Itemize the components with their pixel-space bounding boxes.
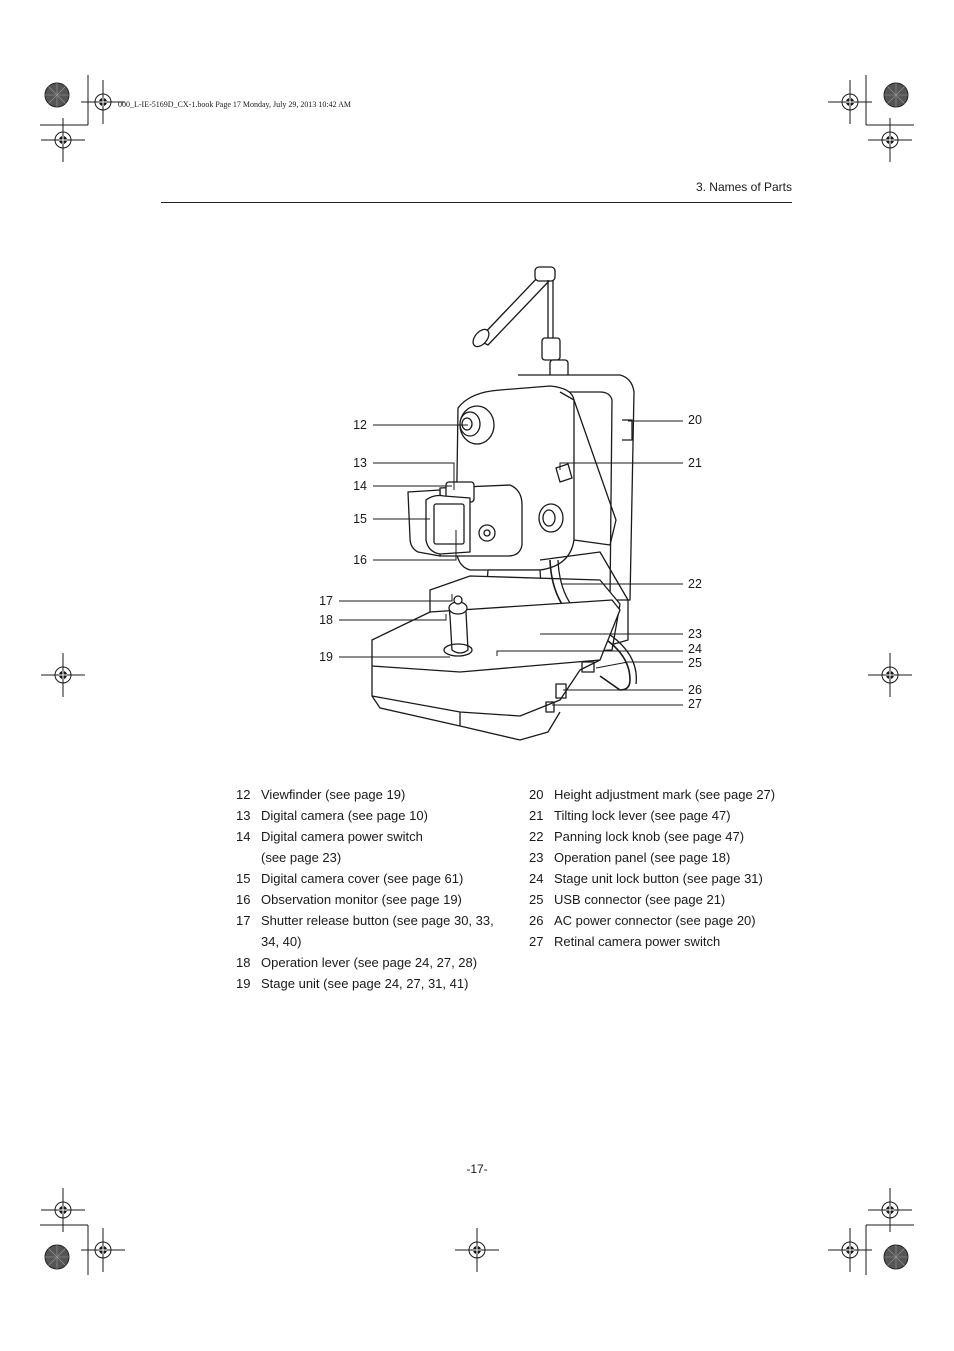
callout-15: 15 xyxy=(353,512,367,526)
legend-item: 18 Operation lever (see page 24, 27, 28) xyxy=(236,952,511,973)
legend-item: 21 Tilting lock lever (see page 47) xyxy=(529,805,799,826)
legend-text: Operation panel (see page 18) xyxy=(554,850,731,865)
legend-num: 20 xyxy=(529,787,544,802)
callout-16: 16 xyxy=(353,553,367,567)
legend-item: 13 Digital camera (see page 10) xyxy=(236,805,511,826)
legend-text: Retinal camera power switch xyxy=(554,934,721,949)
legend-text: Shutter release button (see page 30, 33, xyxy=(261,913,494,928)
legend-right: 20 Height adjustment mark (see page 27) 2… xyxy=(529,784,799,952)
legend-text: Digital camera cover (see page 61) xyxy=(261,871,464,886)
callout-12: 12 xyxy=(353,418,367,432)
legend-text: Height adjustment mark (see page 27) xyxy=(554,787,776,802)
print-slug: 000_L-IE-5169D_CX-1.book Page 17 Monday,… xyxy=(118,100,352,109)
legend-item: 25 USB connector (see page 21) xyxy=(529,889,799,910)
callout-18: 18 xyxy=(319,613,333,627)
callout-20: 20 xyxy=(688,413,702,427)
legend-text: Tilting lock lever (see page 47) xyxy=(554,808,731,823)
legend-num: 17 xyxy=(236,913,251,928)
callout-leaders xyxy=(339,420,683,706)
legend-item: 27 Retinal camera power switch xyxy=(529,931,799,952)
legend-item: 20 Height adjustment mark (see page 27) xyxy=(529,784,799,805)
legend-text-cont: 34, 40) xyxy=(261,934,302,949)
legend-num: 16 xyxy=(236,892,251,907)
callout-labels-left: 12 13 14 15 16 17 18 19 xyxy=(319,418,367,664)
callout-21: 21 xyxy=(688,456,702,470)
callout-26: 26 xyxy=(688,683,702,697)
legend-num: 12 xyxy=(236,787,251,802)
legend-text: Operation lever (see page 24, 27, 28) xyxy=(261,955,478,970)
callout-13: 13 xyxy=(353,456,367,470)
legend-item: 12 Viewfinder (see page 19) xyxy=(236,784,511,805)
callout-23: 23 xyxy=(688,627,702,641)
legend-num: 19 xyxy=(236,976,251,991)
legend-text-cont: (see page 23) xyxy=(261,850,342,865)
legend-num: 18 xyxy=(236,955,251,970)
registration-marks xyxy=(40,79,913,1273)
legend-item: 23 Operation panel (see page 18) xyxy=(529,847,799,868)
legend-num: 21 xyxy=(529,808,544,823)
crop-marks xyxy=(40,75,914,1275)
callout-19: 19 xyxy=(319,650,333,664)
section-title: 3. Names of Parts xyxy=(695,180,792,194)
legend-item: 19 Stage unit (see page 24, 27, 31, 41) xyxy=(236,973,511,994)
legend-num: 26 xyxy=(529,913,544,928)
legend-text: Digital camera (see page 10) xyxy=(261,808,428,823)
callout-22: 22 xyxy=(688,577,702,591)
legend-item: 15 Digital camera cover (see page 61) xyxy=(236,868,511,889)
legend-num: 23 xyxy=(529,850,544,865)
legend-item: 24 Stage unit lock button (see page 31) xyxy=(529,868,799,889)
color-bar-marks xyxy=(44,82,909,1270)
legend-num: 27 xyxy=(529,934,544,949)
legend-item: 17 Shutter release button (see page 30, 3… xyxy=(236,910,511,952)
legend-text: Stage unit (see page 24, 27, 31, 41) xyxy=(261,976,469,991)
page-number: -17- xyxy=(466,1162,488,1176)
legend-text: AC power connector (see page 20) xyxy=(554,913,756,928)
legend-item: 16 Observation monitor (see page 19) xyxy=(236,889,511,910)
legend-item: 22 Panning lock knob (see page 47) xyxy=(529,826,799,847)
callout-27: 27 xyxy=(688,697,702,711)
callout-labels-right: 20 21 22 23 24 25 26 27 xyxy=(688,413,702,711)
legend-text: USB connector (see page 21) xyxy=(554,892,726,907)
legend-item: 26 AC power connector (see page 20) xyxy=(529,910,799,931)
header-rule xyxy=(161,202,792,203)
callout-14: 14 xyxy=(353,479,367,493)
legend-text: Observation monitor (see page 19) xyxy=(261,892,462,907)
legend-text: Digital camera power switch xyxy=(261,829,423,844)
legend-text: Panning lock knob (see page 47) xyxy=(554,829,745,844)
legend-text: Viewfinder (see page 19) xyxy=(261,787,406,802)
legend-num: 13 xyxy=(236,808,251,823)
callout-17: 17 xyxy=(319,594,333,608)
legend-item: 14 Digital camera power switch (see page 2… xyxy=(236,826,511,868)
legend-num: 25 xyxy=(529,892,544,907)
legend-num: 15 xyxy=(236,871,251,886)
callout-25: 25 xyxy=(688,656,702,670)
callout-24: 24 xyxy=(688,642,702,656)
legend-num: 24 xyxy=(529,871,544,886)
retinal-camera-illustration xyxy=(371,266,637,741)
legend-text: Stage unit lock button (see page 31) xyxy=(554,871,763,886)
legend-num: 22 xyxy=(529,829,544,844)
legend-num: 14 xyxy=(236,829,251,844)
